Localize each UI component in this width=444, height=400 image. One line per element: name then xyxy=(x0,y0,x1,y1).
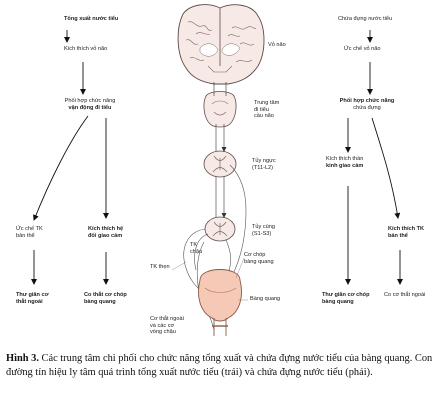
label-sacral-line1: Tủy cùng xyxy=(252,224,276,230)
label-detrusor: Cơ chóp bàng quang xyxy=(244,252,274,265)
label-pudendal-nerve: TK thẹn xyxy=(150,264,170,270)
label-pons-line1: Trung tâm xyxy=(254,100,280,106)
right-heading: Chứa đựng nước tiểu xyxy=(338,16,393,22)
label-sphincter-line3: vòng chậu xyxy=(150,329,176,336)
right-sympathetic: Kích thích thần kinh giao cảm xyxy=(326,156,363,169)
right-cortex-inhibition: Ức chế vỏ não xyxy=(344,46,381,52)
left-parasympathetic-line1: Kích thích hệ xyxy=(88,226,124,232)
right-coordination-line1: Phối hợp chức năng xyxy=(339,98,395,104)
right-tk-stimulate-line1: Kích thích TK xyxy=(388,226,425,232)
right-coordination-line2: chứa đựng xyxy=(353,104,381,111)
label-cortex: Vỏ não xyxy=(268,42,286,48)
brain-illustration xyxy=(177,4,265,85)
label-thoracic: Tủy ngực (T11-L2) xyxy=(252,158,276,171)
neural-pathway-diagram xyxy=(31,4,403,336)
left-cortex-stimulation: Kích thích vỏ não xyxy=(64,46,108,52)
left-heading: Tống xuất nước tiểu xyxy=(64,16,119,22)
right-relax: Thư giãn cơ chóp bàng quang xyxy=(322,292,370,305)
label-detrusor-line1: Cơ chóp xyxy=(244,252,266,258)
left-contract: Co thắt cơ chóp bàng quang xyxy=(84,292,127,305)
label-thoracic-line1: Tủy ngực xyxy=(252,158,276,164)
bladder-illustration xyxy=(198,269,242,336)
spinal-tracts xyxy=(213,82,226,217)
label-thoracic-line2: (T11-L2) xyxy=(252,164,274,171)
label-pons-line2: đi tiểu xyxy=(254,106,269,113)
label-sacral-line2: (S1-S3) xyxy=(252,230,272,237)
left-contract-line1: Co thắt cơ chóp xyxy=(84,292,127,298)
label-pelvic-line1: TK xyxy=(190,242,198,248)
left-tk-inhibit-line2: bản thể xyxy=(16,232,35,239)
right-sympathetic-line2: kinh giao cảm xyxy=(326,162,364,169)
label-pelvic-line2: chậu xyxy=(190,248,203,255)
left-tk-inhibit-line1: Ức chế TK xyxy=(16,226,43,232)
label-leaders xyxy=(171,257,248,301)
left-coordination-line1: Phối hợp chức năng xyxy=(64,98,116,104)
right-sympathetic-line1: Kích thích thần xyxy=(326,156,364,162)
figure-caption: Hình 3. Các trung tâm chi phối cho chức … xyxy=(6,352,440,380)
label-detrusor-line2: bàng quang xyxy=(244,258,274,265)
pons-illustration xyxy=(203,91,237,128)
label-sacral: Tủy cùng (S1-S3) xyxy=(252,224,275,237)
left-contract-line2: bàng quang xyxy=(84,298,116,305)
label-pons: Trung tâm đi tiểu cầu não xyxy=(254,100,279,120)
label-external-sphincter: Cơ thắt ngoài và các cơ vòng chậu xyxy=(150,316,184,336)
right-tk-stimulate-line2: bản thể xyxy=(388,232,408,239)
left-relax-line1: Thư giãn cơ xyxy=(16,292,49,298)
label-pons-line3: cầu não xyxy=(254,113,274,120)
left-coordination: Phối hợp chức năng vận động đi tiểu xyxy=(60,98,120,111)
left-relax: Thư giãn cơ thắt ngoài xyxy=(16,292,49,305)
thoracic-cord-illustration xyxy=(203,150,237,178)
left-parasympathetic: Kích thích hệ đối giao cảm xyxy=(88,226,123,239)
right-relax-line1: Thư giãn cơ chóp xyxy=(322,292,370,298)
right-tk-stimulate: Kích thích TK bản thể xyxy=(388,226,424,239)
right-contract: Co cơ thắt ngoài xyxy=(384,292,426,298)
caption-text: Các trung tâm chi phối cho chức năng tốn… xyxy=(6,353,433,378)
label-pelvic-nerve: TK chậu xyxy=(190,242,202,255)
right-column-arrows xyxy=(345,30,403,285)
sacral-cord-illustration xyxy=(204,216,236,242)
left-column-arrows xyxy=(31,30,109,285)
left-coordination-line2: vận động đi tiểu xyxy=(68,104,112,111)
label-sphincter-line2: và các cơ xyxy=(150,322,175,329)
right-relax-line2: bàng quang xyxy=(322,298,354,305)
left-relax-line2: thắt ngoài xyxy=(16,298,43,305)
label-sphincter-line1: Cơ thắt ngoài xyxy=(150,316,184,322)
caption-label: Hình 3. xyxy=(6,353,39,364)
left-parasympathetic-line2: đối giao cảm xyxy=(88,232,123,239)
right-coordination: Phối hợp chức năng chứa đựng xyxy=(336,98,398,111)
left-tk-inhibit: Ức chế TK bản thể xyxy=(16,226,43,239)
label-bladder: Bàng quang xyxy=(250,296,281,302)
